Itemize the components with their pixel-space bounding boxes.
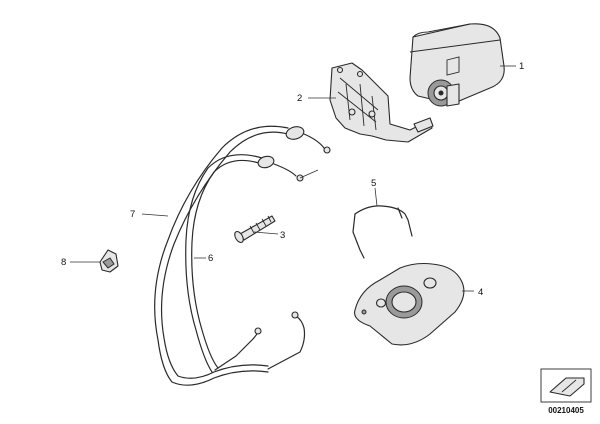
part-5-wire-clip xyxy=(352,205,413,259)
part-7-cable xyxy=(154,125,331,386)
leader-lines xyxy=(70,65,516,292)
callout-1: 1 xyxy=(519,61,524,72)
part-6-cable xyxy=(185,154,304,373)
callout-8: 8 xyxy=(61,257,66,268)
callout-6: 6 xyxy=(208,253,213,264)
callout-2: 2 xyxy=(297,93,302,104)
callout-5: 5 xyxy=(371,178,376,189)
part-2-bracket xyxy=(329,62,434,143)
reference-number: 00210405 xyxy=(548,406,584,415)
callout-4: 4 xyxy=(478,287,483,298)
callout-3: 3 xyxy=(280,230,285,241)
part-4-cover-plate xyxy=(354,262,465,346)
reference-box xyxy=(540,368,592,403)
part-1-control-housing xyxy=(409,23,505,107)
part-3-screw xyxy=(234,215,276,244)
callout-7: 7 xyxy=(130,209,135,220)
part-8-clip xyxy=(99,249,119,273)
